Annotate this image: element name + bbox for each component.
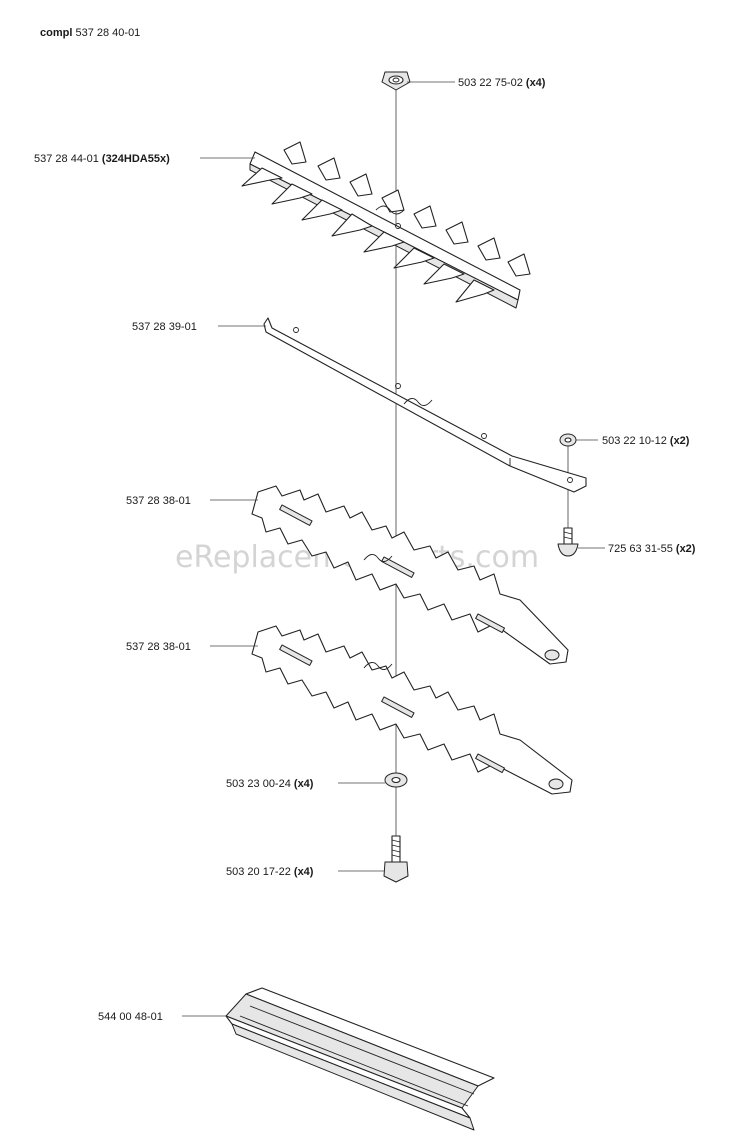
cutting-blade-1-part[interactable]: [251, 485, 569, 665]
label-bolt[interactable]: 503 20 17-22 (x4): [226, 866, 314, 878]
label-screw-right-qty: (x2): [676, 543, 696, 555]
label-top-blade-number: 537 28 44-01: [34, 153, 99, 165]
label-nut-number: 503 22 75-02: [458, 77, 523, 89]
label-guide-bar[interactable]: 537 28 39-01: [132, 321, 197, 333]
label-washer-right-qty: (x2): [670, 435, 690, 447]
label-washer-bottom-number: 503 23 00-24: [226, 778, 291, 790]
label-cutting-blade-2[interactable]: 537 28 38-01: [126, 641, 191, 653]
washer-right-part[interactable]: [559, 433, 577, 447]
label-bolt-number: 503 20 17-22: [226, 866, 291, 878]
bolt-part[interactable]: [383, 835, 409, 883]
top-blade-part[interactable]: [241, 141, 531, 309]
label-cutting-blade-1[interactable]: 537 28 38-01: [126, 495, 191, 507]
label-washer-right-number: 503 22 10-12: [602, 435, 667, 447]
label-screw-right-number: 725 63 31-55: [608, 543, 673, 555]
assembly-title-number: 537 28 40-01: [75, 27, 140, 39]
label-washer-bottom[interactable]: 503 23 00-24 (x4): [226, 778, 314, 790]
screw-right-part[interactable]: [557, 527, 579, 557]
label-washer-right[interactable]: 503 22 10-12 (x2): [602, 435, 690, 447]
label-blade-guard[interactable]: 544 00 48-01: [98, 1011, 163, 1023]
label-top-blade[interactable]: 537 28 44-01 (324HDA55x): [34, 153, 170, 165]
label-cutting-blade-2-number: 537 28 38-01: [126, 641, 191, 653]
label-nut-qty: (x4): [526, 77, 546, 89]
nut-part[interactable]: [381, 71, 411, 91]
cutting-blade-2-part[interactable]: [251, 625, 573, 795]
label-screw-right[interactable]: 725 63 31-55 (x2): [608, 543, 696, 555]
label-guide-bar-number: 537 28 39-01: [132, 321, 197, 333]
label-bolt-qty: (x4): [294, 866, 314, 878]
assembly-title-prefix: compl: [40, 27, 72, 39]
blade-guard-part[interactable]: [225, 987, 495, 1131]
label-washer-bottom-qty: (x4): [294, 778, 314, 790]
label-nut[interactable]: 503 22 75-02 (x4): [458, 77, 546, 89]
label-blade-guard-number: 544 00 48-01: [98, 1011, 163, 1023]
label-cutting-blade-1-number: 537 28 38-01: [126, 495, 191, 507]
guide-bar-part[interactable]: [263, 317, 587, 493]
assembly-title: compl 537 28 40-01: [40, 27, 140, 39]
washer-bottom-part[interactable]: [384, 772, 408, 788]
label-top-blade-qty: (324HDA55x): [102, 153, 170, 165]
